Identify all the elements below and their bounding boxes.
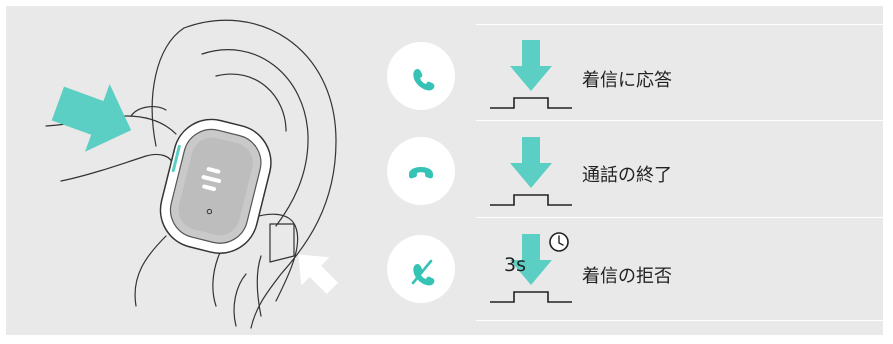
- row-divider: [476, 217, 883, 218]
- clock-icon: [549, 232, 569, 252]
- phone-hangup-icon: [409, 167, 433, 179]
- phone-reject-icon: [411, 259, 435, 286]
- row-reject-icon-circle: [387, 235, 455, 303]
- row-divider: [476, 24, 883, 25]
- release-arrow-icon: [298, 254, 339, 295]
- earbud: [159, 118, 272, 254]
- row-reject-label: 着信の拒否: [582, 266, 672, 287]
- row-end-icon-circle: [387, 137, 455, 205]
- row-divider: [476, 320, 883, 321]
- press-arrow-icon: [51, 84, 132, 152]
- instruction-panel: 着信に応答 通話の終了 3s 着信の拒否: [6, 6, 883, 335]
- hold-press-icon: [490, 232, 572, 303]
- row-end-label: 通話の終了: [582, 165, 672, 186]
- row-answer-label: 着信に応答: [582, 70, 672, 91]
- row-divider: [476, 120, 883, 121]
- hold-duration-label: 3s: [504, 254, 526, 276]
- phone-answer-icon: [413, 68, 435, 91]
- earbud-illustration: [45, 19, 339, 329]
- single-press-icon: [490, 137, 572, 206]
- row-answer-icon-circle: [387, 42, 455, 110]
- single-press-icon: [490, 40, 572, 109]
